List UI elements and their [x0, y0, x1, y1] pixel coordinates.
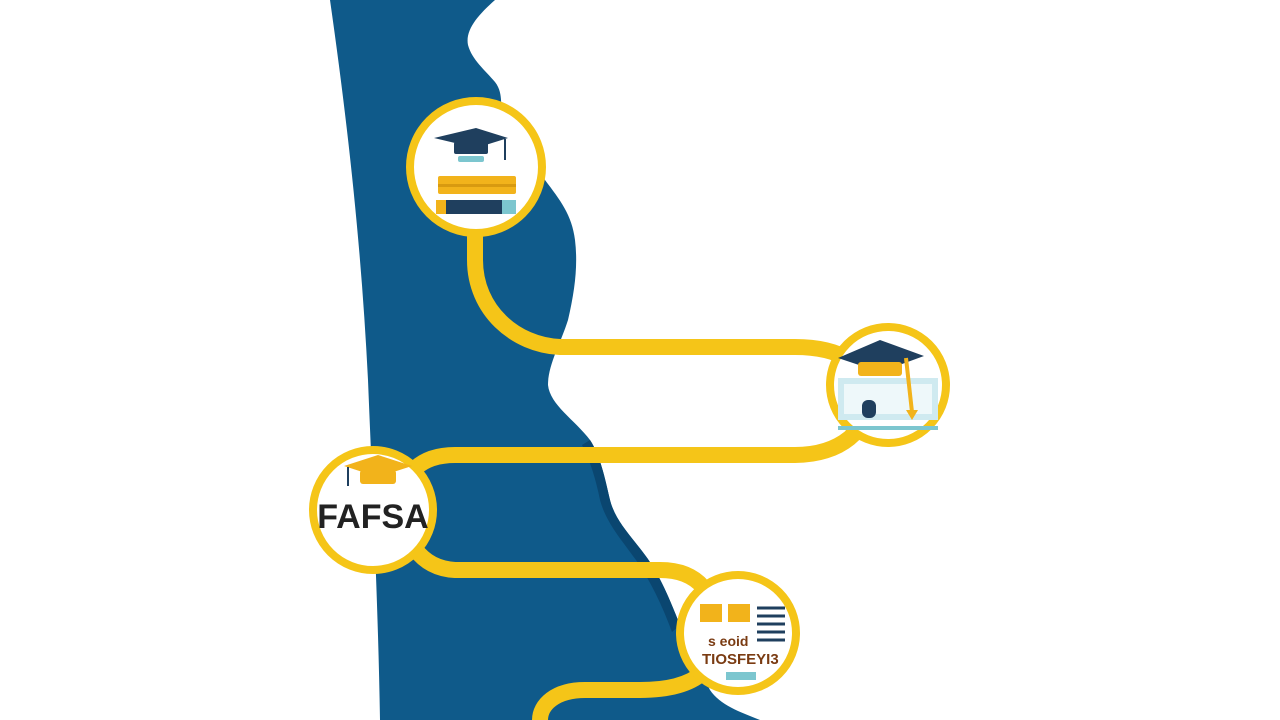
fafsa-label: FAFSA — [317, 498, 428, 536]
graduation-cap-on-books-icon — [434, 128, 516, 214]
node-books-cap[interactable] — [406, 97, 546, 237]
scholarship-label-line1: s eoid — [708, 633, 748, 649]
node-fafsa[interactable]: FAFSA — [309, 446, 437, 574]
graduation-cap-on-building-icon — [838, 340, 938, 430]
graduation-cap-icon — [344, 455, 412, 486]
node-college[interactable] — [826, 323, 950, 447]
scholarship-label-line2: TIOSFEYI3 — [702, 651, 779, 668]
node-scholarship[interactable]: s eoid TIOSFEYI3 — [676, 571, 800, 695]
document-icon — [700, 604, 785, 680]
state-map-shadow-edge — [582, 440, 680, 632]
